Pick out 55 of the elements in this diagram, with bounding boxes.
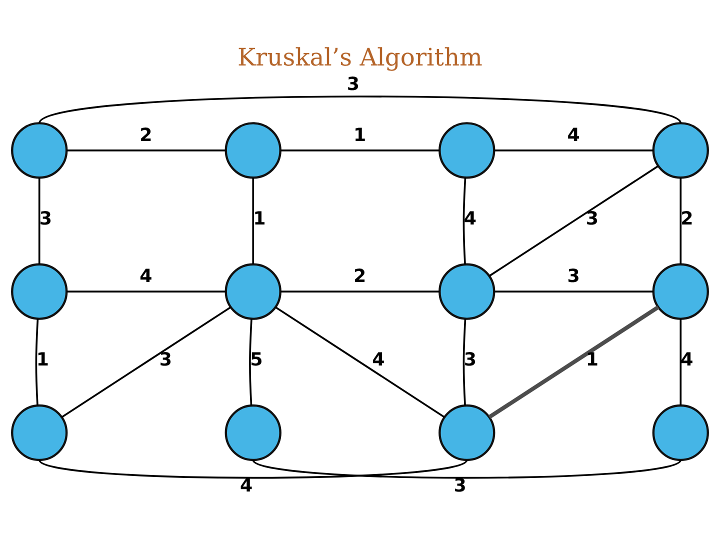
- edge-label: 4: [372, 350, 385, 371]
- node-circle: [438, 122, 496, 179]
- edge-label: 3: [39, 208, 52, 230]
- connector: [488, 165, 659, 277]
- edge-label: 3: [567, 266, 580, 287]
- connector: [680, 319, 682, 406]
- edge-label: 5: [250, 350, 263, 371]
- node-circle: [652, 263, 709, 320]
- node-circle: [11, 263, 68, 320]
- connector: [38, 178, 40, 264]
- edge-label: 1: [36, 350, 49, 371]
- edge-label: 3: [586, 208, 598, 230]
- connector: [494, 290, 654, 292]
- connector: [494, 150, 654, 152]
- connector: [66, 150, 226, 152]
- connector: [252, 178, 254, 264]
- node-circle: [11, 122, 68, 179]
- edge-label: 2: [680, 208, 694, 230]
- edge-label: 4: [464, 208, 476, 230]
- connector: [38, 459, 468, 479]
- connector: [462, 318, 466, 406]
- connector: [61, 306, 232, 418]
- connector: [462, 178, 466, 264]
- edge-label: 3: [346, 74, 360, 95]
- edge-label: 2: [353, 266, 366, 287]
- edge-label: 4: [680, 350, 694, 371]
- edge-label: 4: [567, 124, 580, 146]
- connector: [249, 318, 252, 406]
- edge-label: 2: [140, 124, 152, 146]
- connector: [66, 290, 226, 292]
- edge-label: 4: [240, 475, 253, 496]
- edge-label: 1: [353, 124, 366, 146]
- node-circle: [438, 263, 496, 320]
- node-circle: [438, 404, 496, 462]
- edge-label: 1: [586, 350, 598, 371]
- diagram-title: Kruskal’s Algorithm: [237, 43, 483, 72]
- connector: [38, 96, 682, 124]
- connector: [252, 459, 682, 479]
- node-circle: [224, 122, 282, 179]
- edge-label: 3: [454, 475, 466, 496]
- node-circle: [224, 263, 282, 320]
- edge-label: 1: [253, 208, 266, 230]
- node-circle: [11, 404, 68, 462]
- connector: [35, 318, 39, 406]
- connector: [280, 290, 440, 292]
- edge-label: 3: [159, 350, 172, 371]
- connector: [488, 306, 660, 419]
- node-circle: [224, 404, 282, 462]
- edge-label: 3: [464, 350, 476, 371]
- node-circle: [652, 404, 709, 462]
- edge-label: 4: [140, 266, 152, 287]
- node-circle: [652, 122, 709, 179]
- connector: [680, 178, 682, 264]
- connector: [275, 306, 445, 418]
- connector: [280, 150, 440, 152]
